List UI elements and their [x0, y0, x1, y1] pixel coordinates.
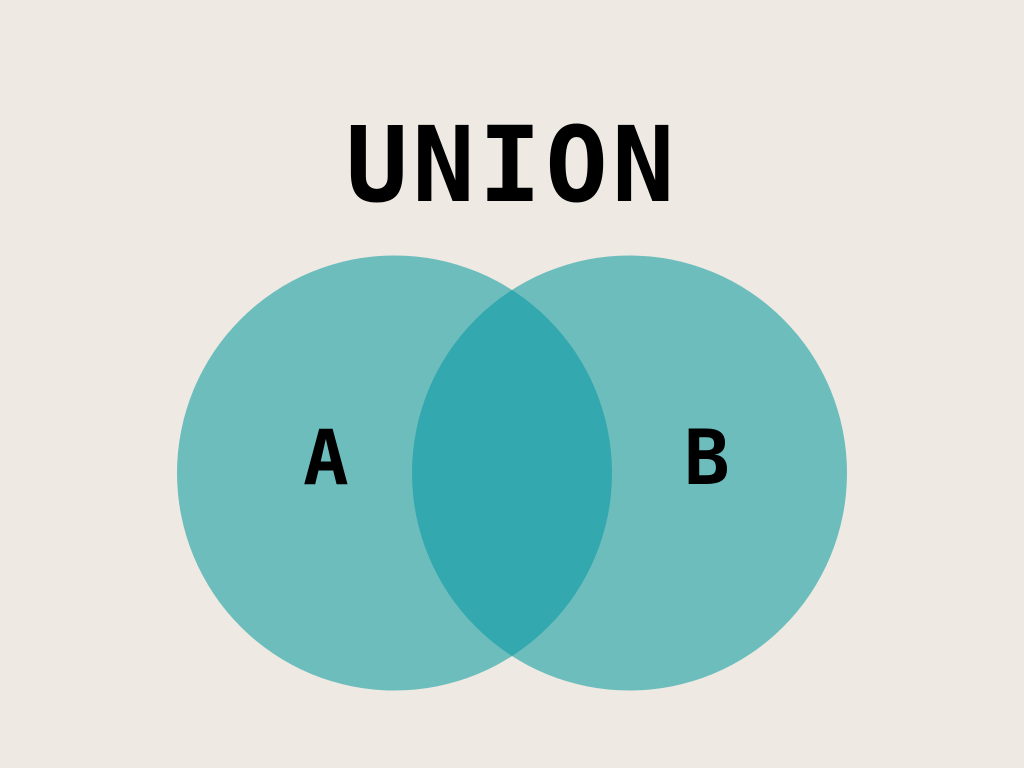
set-b-label: B	[684, 413, 730, 502]
intersection-region	[412, 255, 612, 691]
set-a-label: A	[303, 413, 349, 502]
diagram-title: UNION	[345, 104, 679, 226]
